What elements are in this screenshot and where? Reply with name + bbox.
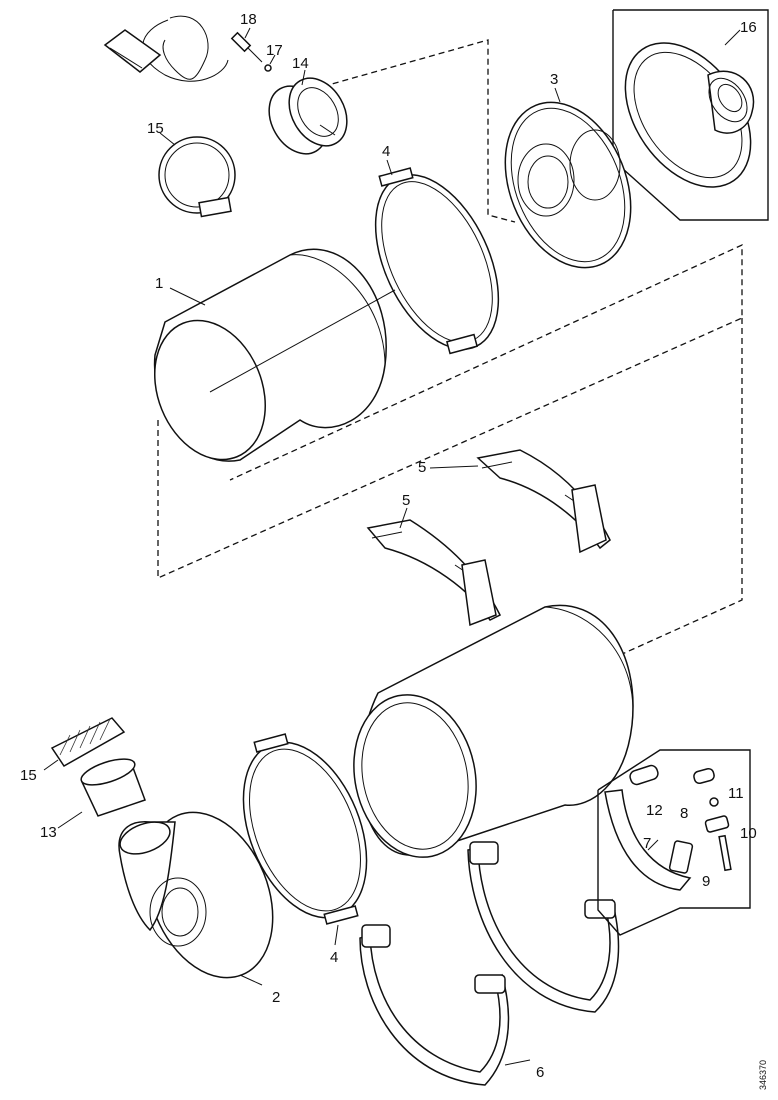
label-5-lower: 5 — [402, 492, 410, 509]
part-4-upper-clamp-band — [374, 167, 500, 355]
part-5-saddle-upper — [476, 449, 611, 554]
label-10: 10 — [740, 825, 757, 842]
part-6-support-strap-left — [359, 924, 510, 1086]
label-12: 12 — [646, 802, 663, 819]
part-14-sensor-sleeve — [268, 77, 348, 155]
label-17: 17 — [266, 42, 283, 59]
label-8: 8 — [680, 805, 688, 822]
part-13-inlet-pipe — [80, 758, 146, 817]
label-1: 1 — [155, 275, 163, 292]
label-6: 6 — [536, 1064, 544, 1081]
part-4-lower-clamp-band — [242, 733, 368, 925]
label-3: 3 — [550, 71, 558, 88]
part-2-inlet-cover — [118, 811, 274, 979]
detail-inset-16 — [612, 9, 769, 221]
part-3-end-cover — [504, 101, 632, 269]
part-1-filter-cartridge — [153, 248, 396, 462]
part-5-saddle-lower — [366, 519, 502, 627]
label-9: 9 — [702, 873, 710, 890]
drawing-code: 346370 — [758, 1060, 768, 1090]
label-16: 16 — [740, 19, 757, 36]
part-15-lower-clamp — [50, 717, 126, 767]
label-13: 13 — [40, 824, 57, 841]
label-15-lower: 15 — [20, 767, 37, 784]
muffler-body — [353, 604, 634, 858]
label-4-upper: 4 — [382, 143, 390, 160]
part-6-support-strap-right — [467, 841, 620, 1013]
part-15-upper-clamp — [158, 136, 236, 218]
label-5-upper: 5 — [418, 459, 426, 476]
part-18-sensor-cable — [103, 15, 263, 82]
label-18: 18 — [240, 11, 257, 28]
label-7: 7 — [643, 835, 651, 852]
label-2: 2 — [272, 989, 280, 1006]
detail-inset-bracket — [597, 749, 751, 936]
label-15-upper: 15 — [147, 120, 164, 137]
part-17-pin — [264, 64, 272, 72]
label-14: 14 — [292, 55, 309, 72]
label-4-lower: 4 — [330, 949, 338, 966]
assembly-dashed-lines — [157, 39, 743, 656]
leader-lines — [43, 27, 741, 1066]
label-11: 11 — [728, 785, 744, 802]
part-labels: 1 2 3 4 4 5 5 6 7 8 9 10 11 12 13 14 15 … — [20, 11, 757, 1081]
